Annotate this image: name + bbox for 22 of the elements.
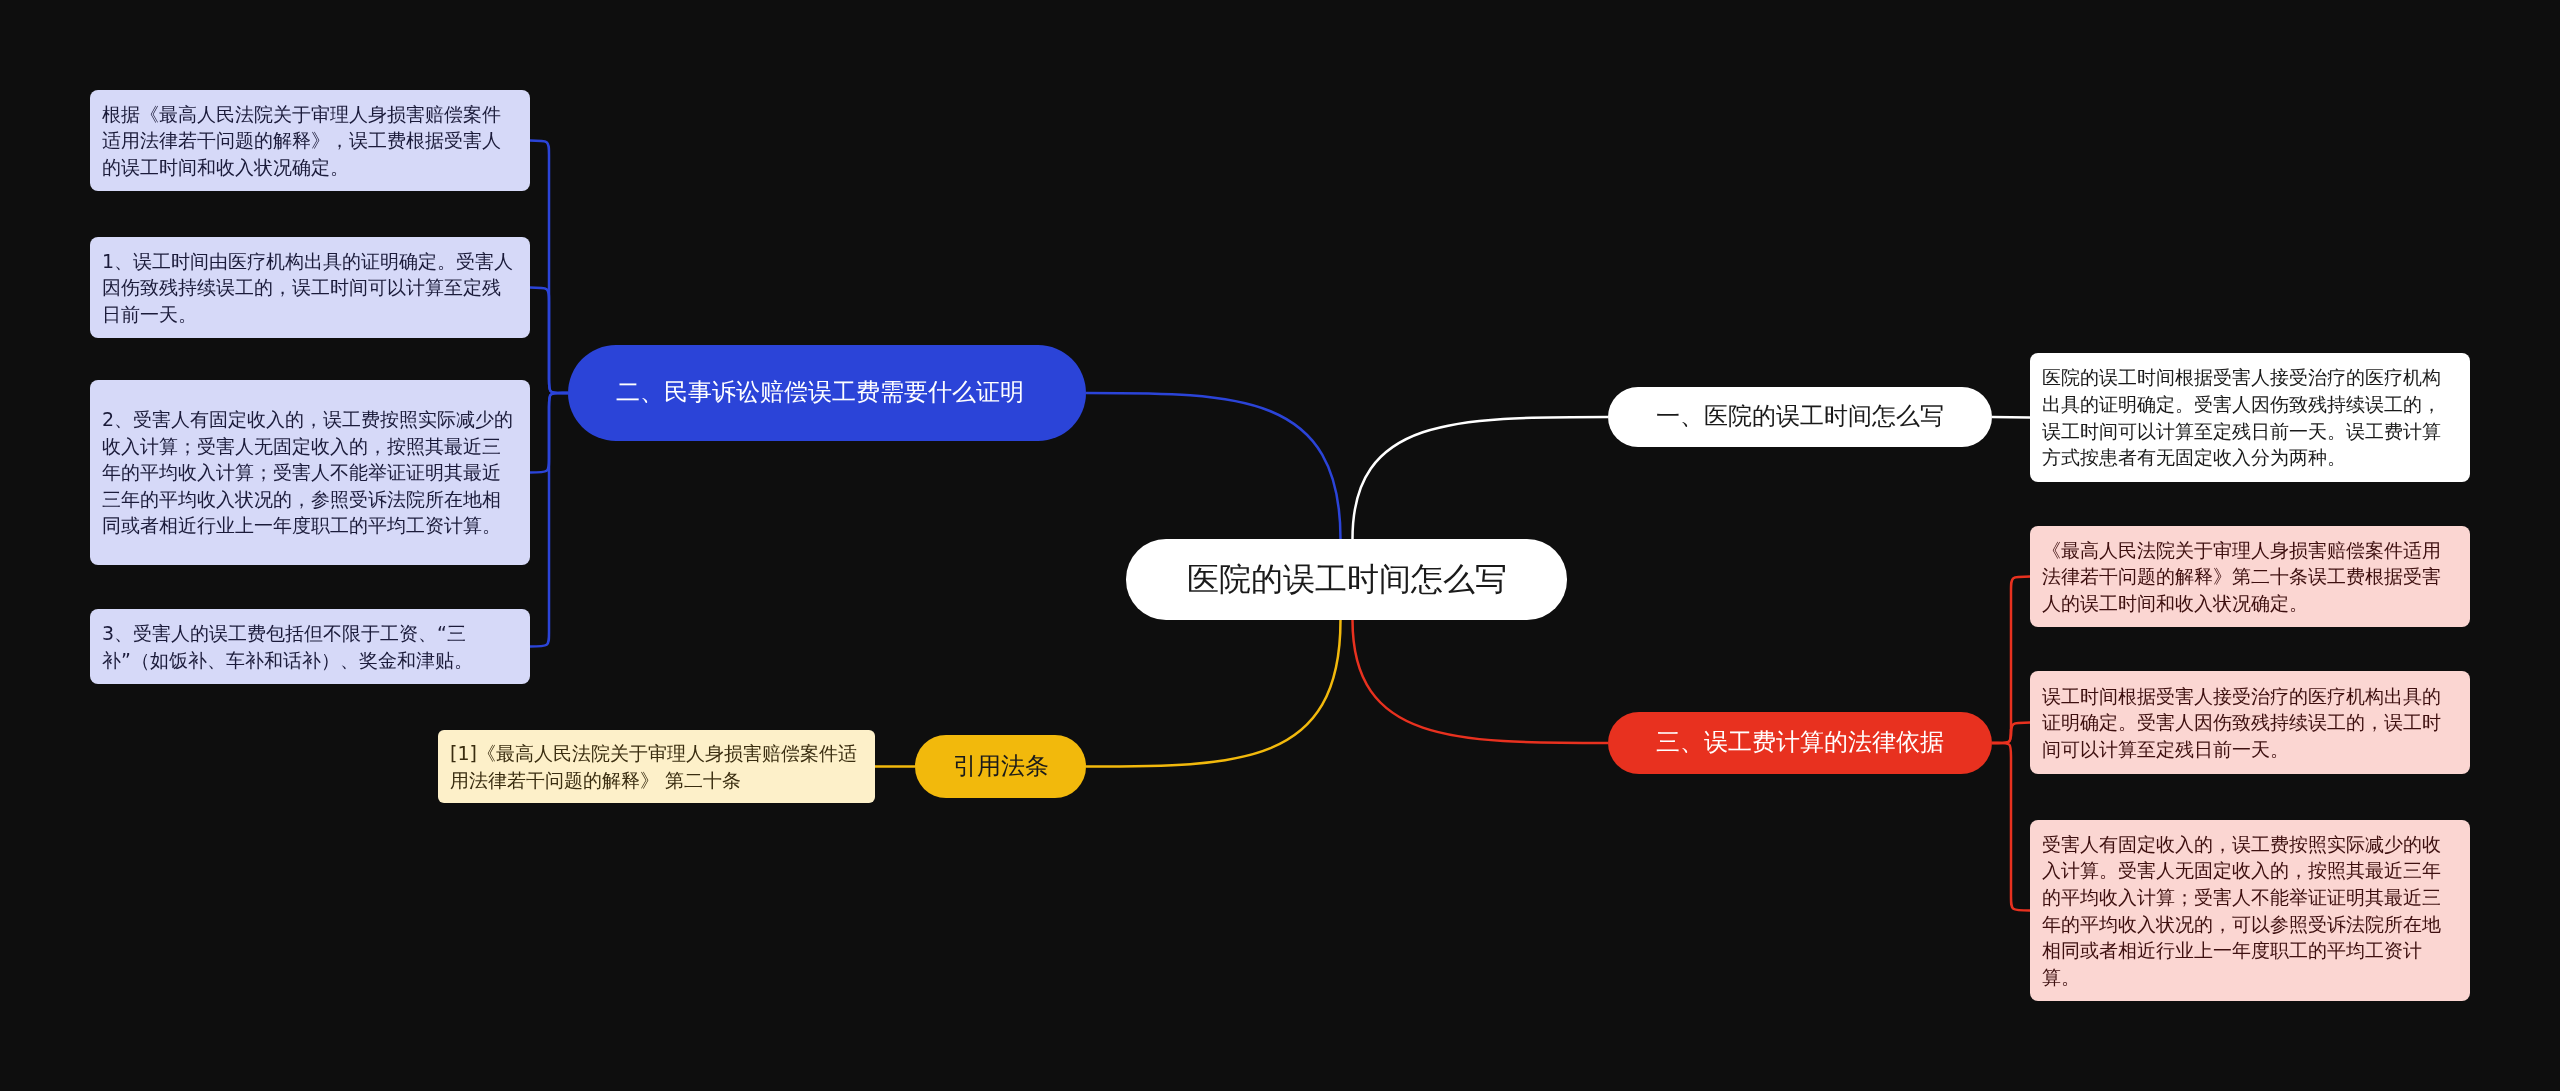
connector-line <box>1351 619 1608 745</box>
connector-line <box>1992 741 2030 912</box>
note-card: [1]《最高人民法院关于审理人身损害赔偿案件适用法律若干问题的解释》 第二十条 <box>438 730 875 803</box>
note-card: 医院的误工时间根据受害人接受治疗的医疗机构出具的证明确定。受害人因伤致残持续误工的，误工时间可以计算至定残日前一天。误工费计算方式按患者有无固定收入分为两种。 <box>2030 353 2470 482</box>
note-card: 根据《最高人民法院关于审理人身损害赔偿案件适用法律若干问题的解释》，误工费根据受害人的误工时间和收入状况确定。 <box>90 90 530 191</box>
connector-line <box>1086 619 1342 768</box>
note-card: 受害人有固定收入的，误工费按照实际减少的收入计算。受害人无固定收入的，按照其最近三年的平均收入计算；受害人不能举证证明其最近三年的平均收入状况的，可以参照受诉法院所在地相同或者相近行业上一年度职工的平均工资计算。 <box>2030 820 2470 1001</box>
topic-pill: 一、医院的误工时间怎么写 <box>1608 387 1992 447</box>
connector-line <box>1086 391 1342 540</box>
connector-line <box>1992 415 2030 419</box>
note-card: 误工时间根据受害人接受治疗的医疗机构出具的证明确定。受害人因伤致残持续误工的，误工时间可以计算至定残日前一天。 <box>2030 671 2470 774</box>
connector-line <box>875 765 915 768</box>
central-topic: 医院的误工时间怎么写 <box>1126 539 1567 620</box>
topic-pill: 三、误工费计算的法律依据 <box>1608 712 1992 774</box>
topic-pill: 引用法条 <box>915 735 1086 798</box>
note-card: 《最高人民法院关于审理人身损害赔偿案件适用法律若干问题的解释》第二十条误工费根据受害人的误工时间和收入状况确定。 <box>2030 526 2470 627</box>
connector-line <box>1351 415 1608 540</box>
note-card: 2、受害人有固定收入的，误工费按照实际减少的收入计算；受害人无固定收入的，按照其最近三年的平均收入计算；受害人不能举证证明其最近三年的平均收入状况的，参照受诉法院所在地相同或者相近行业上一年度职工的平均工资计算。 <box>90 380 530 565</box>
note-card: 1、误工时间由医疗机构出具的证明确定。受害人因伤致残持续误工的，误工时间可以计算至定残日前一天。 <box>90 237 530 338</box>
connector-line <box>530 391 568 648</box>
note-card: 3、受害人的误工费包括但不限于工资、“三补”（如饭补、车补和话补）、奖金和津贴。 <box>90 609 530 684</box>
topic-pill: 二、民事诉讼赔偿误工费需要什么证明 <box>568 345 1086 441</box>
